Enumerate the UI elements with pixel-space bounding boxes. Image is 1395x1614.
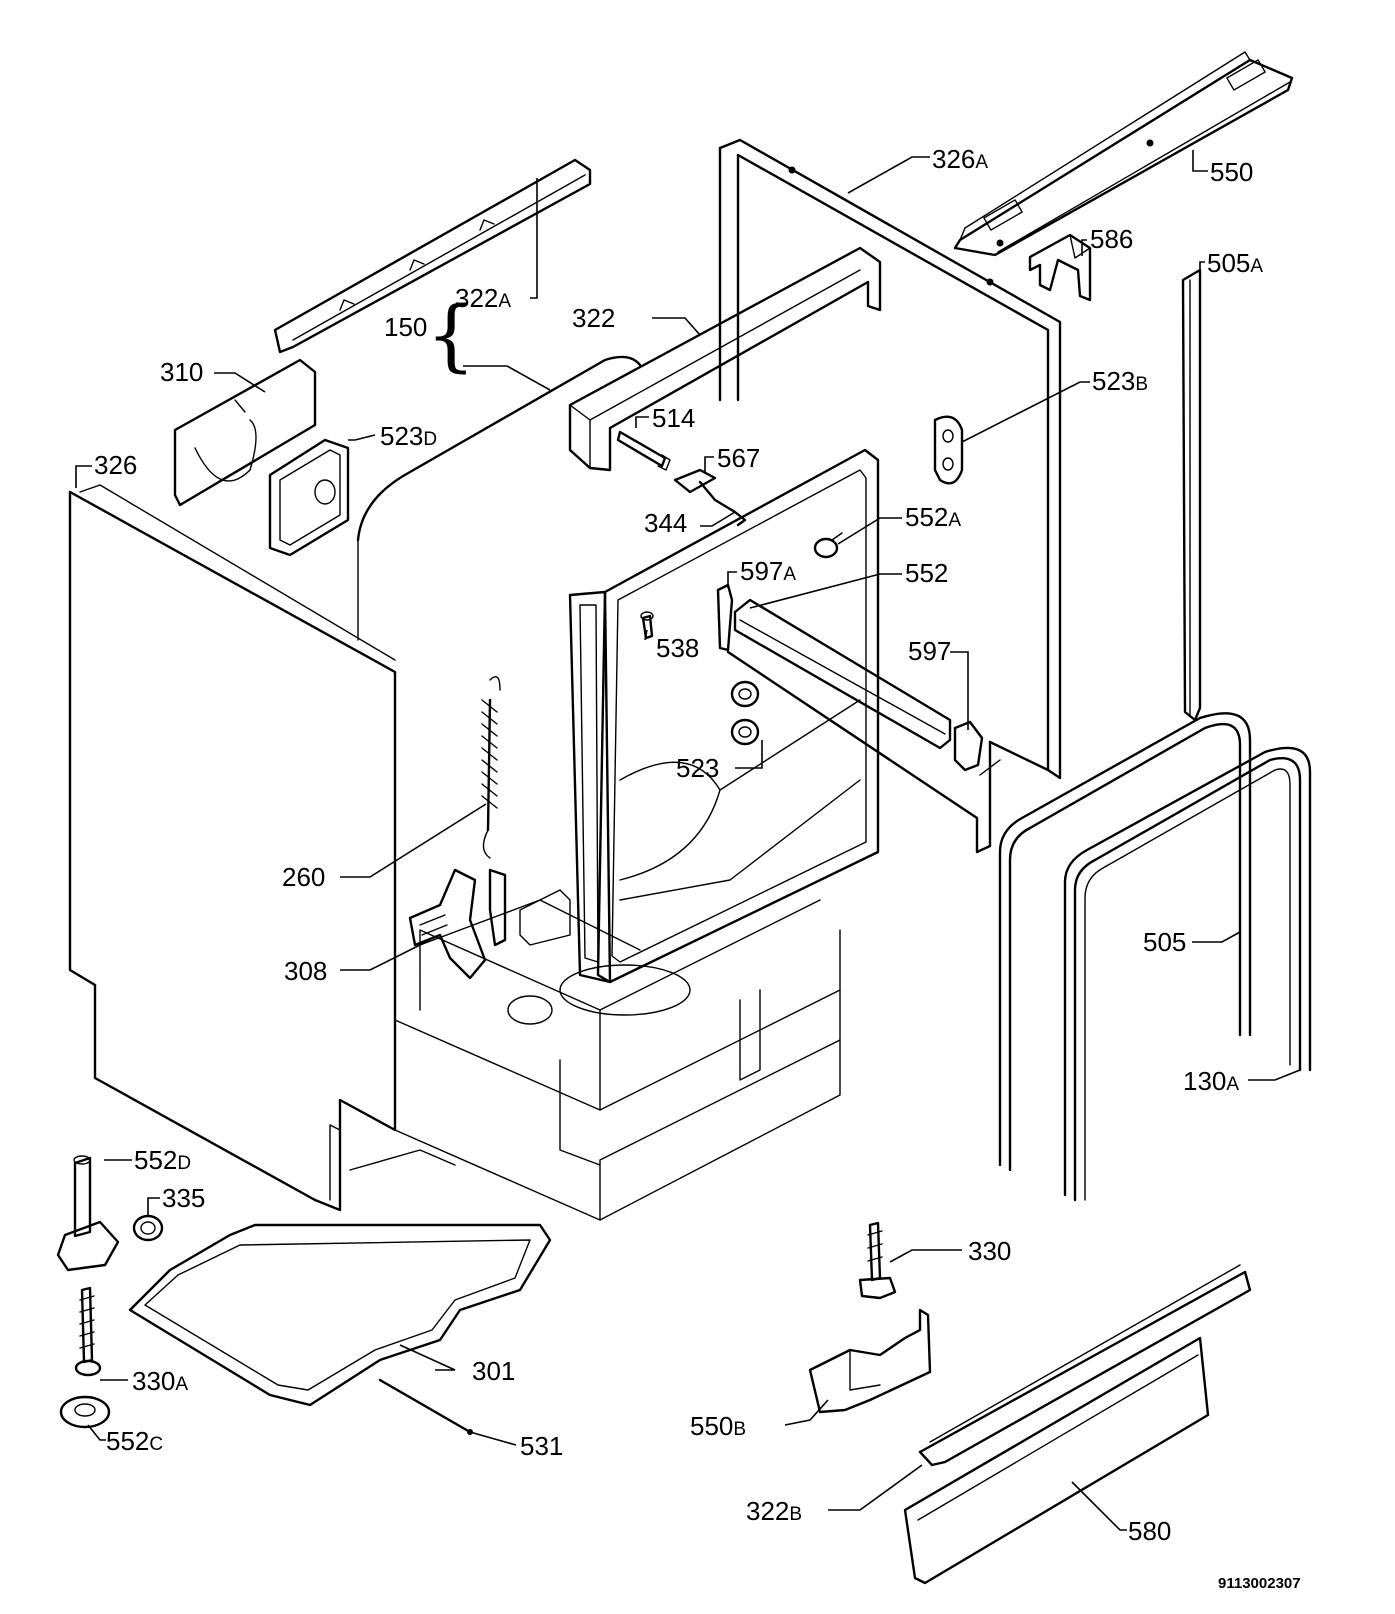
part-597-clip <box>953 720 984 772</box>
part-326A-side-panel <box>718 138 1062 854</box>
label-330: 330 <box>968 1236 1011 1266</box>
part-505-door-seal <box>998 712 1252 1172</box>
label-322: 322 <box>572 303 615 333</box>
leader-lines <box>75 150 1301 1531</box>
label-326A: 326A <box>932 144 988 174</box>
part-550B-bracket <box>808 1308 932 1414</box>
label-505: 505 <box>1143 927 1186 957</box>
label-335: 335 <box>162 1183 205 1213</box>
label-150: 150 <box>384 312 427 342</box>
label-597: 597 <box>908 636 951 666</box>
part-322B-rail <box>918 1264 1252 1467</box>
label-552C: 552C <box>106 1426 163 1456</box>
part-505A-seal-strip <box>1181 268 1202 722</box>
part-552C-disc <box>59 1395 111 1429</box>
label-308: 308 <box>284 956 327 986</box>
label-586: 586 <box>1090 224 1133 254</box>
label-597A: 597A <box>740 556 796 586</box>
part-531-rod <box>378 1378 473 1435</box>
part-301-base-tray <box>128 1149 552 1407</box>
part-552D-foot <box>56 1155 120 1272</box>
part-580-kick-plate <box>903 1336 1210 1585</box>
part-330A-screw <box>74 1286 102 1377</box>
part-552-rail <box>733 598 952 750</box>
part-326-left-panel <box>68 484 397 1212</box>
part-310-cover <box>173 358 317 507</box>
label-326: 326 <box>94 450 137 480</box>
label-310: 310 <box>160 357 203 387</box>
brace-150: { <box>426 291 476 381</box>
label-514: 514 <box>652 403 695 433</box>
label-523B: 523B <box>1092 366 1148 396</box>
part-tub-body <box>356 355 841 1221</box>
label-301: 301 <box>472 1356 515 1386</box>
part-550-top-rail <box>953 51 1294 257</box>
label-552D: 552D <box>134 1145 191 1175</box>
label-322A: 322A <box>455 283 511 313</box>
label-552A: 552A <box>905 502 961 532</box>
part-330-screw <box>858 1221 897 1300</box>
part-597A-clip <box>716 583 734 652</box>
label-322B: 322B <box>746 1496 802 1526</box>
label-552: 552 <box>905 558 948 588</box>
part-586-bracket <box>1028 233 1092 302</box>
label-260: 260 <box>282 862 325 892</box>
label-523D: 523D <box>380 421 437 451</box>
part-538-screw <box>640 611 654 640</box>
label-567: 567 <box>717 443 760 473</box>
part-322-top-rail <box>568 246 882 472</box>
label-344: 344 <box>644 508 687 538</box>
label-538: 538 <box>656 633 699 663</box>
label-330A: 330A <box>132 1366 188 1396</box>
label-523: 523 <box>676 753 719 783</box>
part-door-frame <box>519 448 880 984</box>
label-130A: 130A <box>1183 1066 1239 1096</box>
label-580: 580 <box>1128 1516 1171 1546</box>
part-308-hinge <box>408 868 507 980</box>
part-260-spring <box>481 676 501 859</box>
label-550B: 550B <box>690 1411 746 1441</box>
part-523-bearing <box>730 680 760 746</box>
label-550: 550 <box>1210 157 1253 187</box>
part-335-nut <box>132 1214 164 1242</box>
label-531: 531 <box>520 1431 563 1461</box>
part-labels: 326A 550 586 505A 322A 150 { 322 310 523… <box>94 144 1301 1592</box>
drawing-code: 9113002307 <box>1218 1575 1301 1592</box>
part-523D-cover <box>268 438 350 557</box>
label-505A: 505A <box>1207 248 1263 278</box>
part-130A-seal <box>1063 746 1312 1202</box>
part-552A-knob <box>813 532 843 559</box>
part-514-pin <box>616 430 671 471</box>
part-523B-grommet <box>933 415 964 485</box>
